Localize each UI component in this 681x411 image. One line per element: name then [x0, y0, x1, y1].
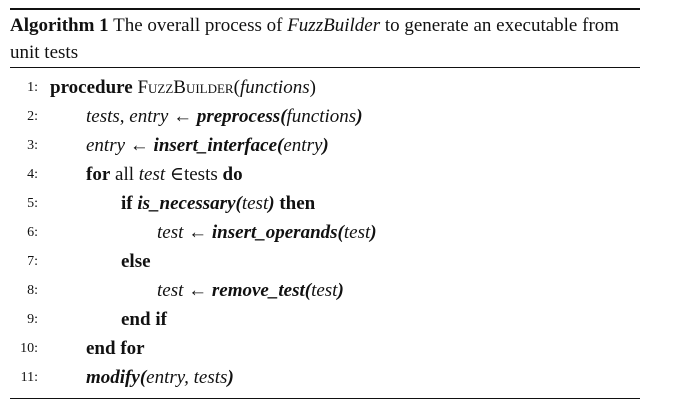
line-code: test ← remove_test(test) — [157, 277, 344, 305]
keyword-if: if — [121, 193, 133, 214]
variable: test — [138, 164, 166, 185]
line-code: end for — [86, 335, 145, 363]
keyword-end-for: end for — [86, 338, 145, 359]
variable: test — [311, 280, 338, 301]
caption-rule — [10, 67, 640, 68]
line-number: 11: — [20, 370, 38, 385]
line-number: 6: — [27, 225, 38, 240]
function-close: ) — [370, 222, 377, 243]
keyword-procedure: procedure — [50, 77, 133, 98]
code-text: , — [119, 106, 130, 127]
algorithm-caption: Algorithm 1 The overall process of FuzzB… — [10, 12, 650, 66]
keyword-end-if: end if — [121, 309, 167, 330]
line-number: 2: — [27, 109, 38, 124]
function-name: remove_test( — [211, 280, 312, 301]
function-close: ) — [322, 135, 329, 156]
line-number: 7: — [27, 254, 38, 269]
line-number: 3: — [27, 138, 38, 153]
line-code: if is_necessary(test) then — [121, 190, 315, 218]
line-number: 9: — [27, 312, 38, 327]
code-text: all — [110, 164, 139, 185]
line-code: entry ← insert_interface(entry) — [86, 132, 329, 160]
bottom-rule — [10, 398, 640, 399]
variable: test — [157, 280, 184, 301]
keyword-for: for — [86, 164, 111, 185]
line-code: test ← insert_operands(test) — [157, 219, 377, 247]
variable: functions — [286, 106, 357, 127]
caption-text-post: to generate an executable from unit test… — [10, 15, 620, 63]
keyword-then: then — [279, 193, 316, 214]
assign-arrow: ← — [183, 280, 212, 301]
variable: test — [241, 193, 269, 214]
line-code: procedure FuzzBuilder(functions) — [50, 74, 316, 102]
line-number: 8: — [27, 283, 38, 298]
caption-text-pre: The overall process of — [108, 15, 288, 36]
assign-arrow: ← — [125, 135, 154, 156]
line-number: 5: — [27, 196, 38, 211]
function-name: insert_operands( — [211, 222, 344, 243]
assign-arrow: ← — [168, 106, 197, 127]
function-close: ) — [337, 280, 344, 301]
variable: test — [343, 222, 371, 243]
function-close: ) — [268, 193, 275, 214]
caption-label: Algorithm 1 — [10, 15, 109, 36]
code-text: ∈tests — [165, 164, 223, 185]
keyword-else: else — [121, 251, 151, 272]
variable: entry — [86, 135, 126, 156]
keyword-do: do — [222, 164, 243, 185]
top-rule — [10, 8, 640, 10]
variable: tests — [86, 106, 120, 127]
line-code: end if — [121, 306, 167, 334]
function-name: modify( — [86, 367, 147, 388]
variable: entry, tests — [146, 367, 228, 388]
line-code: for all test ∈tests do — [86, 161, 243, 189]
line-code: tests, entry ← preprocess(functions) — [86, 103, 363, 131]
code-text: ) — [309, 77, 316, 98]
function-name: insert_interface( — [153, 135, 284, 156]
line-code: else — [121, 248, 151, 276]
function-close: ) — [227, 367, 234, 388]
variable: entry — [129, 106, 169, 127]
caption-tool-name: FuzzBuilder — [287, 15, 381, 36]
variable: functions — [239, 77, 310, 98]
line-number: 10: — [20, 341, 38, 356]
code-text: ( — [233, 77, 240, 98]
function-name: is_necessary( — [137, 193, 242, 214]
variable: test — [157, 222, 184, 243]
assign-arrow: ← — [183, 222, 212, 243]
variable: entry — [283, 135, 323, 156]
line-number: 4: — [27, 167, 38, 182]
function-name: preprocess( — [196, 106, 287, 127]
function-close: ) — [356, 106, 363, 127]
line-number: 1: — [27, 80, 38, 95]
procedure-name: FuzzBuilder — [137, 77, 234, 98]
line-code: modify(entry, tests) — [86, 364, 234, 392]
